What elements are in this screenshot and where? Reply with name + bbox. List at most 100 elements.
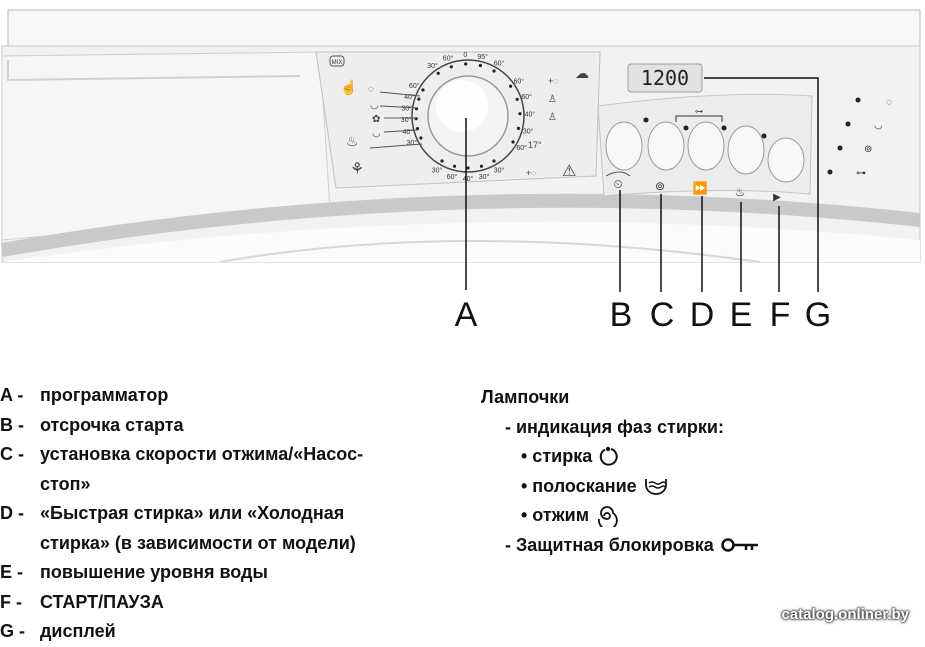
dial-temp-label: 60°	[516, 144, 527, 152]
dial-position-dot	[421, 88, 425, 92]
spin-lamp-icon: ⊚	[864, 144, 872, 155]
delicate-program-icon: ◡	[372, 128, 381, 139]
dial-position-dot	[518, 112, 522, 116]
dial-temp-label: 30°	[401, 116, 412, 124]
dial-position-dot	[478, 63, 482, 68]
callout-letter-a: A	[455, 296, 478, 334]
button-delay-start[interactable]	[605, 121, 643, 171]
dial-position-dot	[509, 84, 513, 88]
dial-position-dot	[479, 164, 484, 168]
door-arc	[219, 240, 761, 263]
dial-leader-line	[379, 105, 419, 109]
dial-position-dot	[464, 62, 468, 66]
dial-position-dot	[466, 166, 470, 170]
led-extra-water	[761, 133, 767, 139]
callout-letter-b: B	[610, 296, 633, 334]
legend-item-d: D -«Быстрая стирка» или «Холодная	[0, 503, 345, 523]
lamp-rinse-row: • полоскание	[481, 472, 760, 502]
dial-temp-label: 30°	[427, 62, 438, 70]
dial-leader-line	[369, 143, 423, 149]
button-extra-water[interactable]	[727, 125, 765, 175]
mix-badge	[329, 55, 345, 67]
lock-lamp-icon: ⊶	[856, 168, 866, 179]
drawer-handle	[7, 60, 301, 82]
dial-temp-label: 95°	[477, 53, 488, 61]
dial-scale-ring	[411, 59, 525, 173]
legend-item-f: F -СТАРТ/ПАУЗА	[0, 591, 164, 612]
hand-wash-icon: ☝	[340, 78, 357, 96]
cold-wash-label: 17°	[528, 140, 542, 150]
dial-position-dot	[436, 71, 440, 75]
dial-position-dot	[515, 97, 519, 101]
legend-left: A -программатор B -отсрочка старта C -ус…	[0, 381, 363, 647]
dial-temp-label: 30°	[432, 167, 443, 175]
lamp-spin-row: • отжим	[481, 501, 760, 531]
dial-position-dot	[452, 164, 457, 168]
button-spin-speed[interactable]	[647, 121, 685, 171]
wash-icon	[599, 446, 618, 466]
led-spin-speed	[683, 125, 689, 131]
key-lock-icon	[721, 538, 758, 552]
dial-position-dot	[492, 159, 496, 163]
rinse-program-icon: ◡	[370, 100, 379, 111]
callout-letter-f: F	[770, 296, 791, 334]
spin-program-icon: ◌	[368, 84, 374, 95]
wool-program-icon: ✿	[372, 114, 380, 125]
delay-start-icon: ⏲	[613, 177, 622, 191]
lamp-wash-row: • стирка	[481, 442, 760, 472]
dial-position-dot	[417, 97, 421, 101]
lock-bracket	[675, 115, 723, 122]
legend-item-e: E -повышение уровня воды	[0, 562, 268, 582]
dial-leader-line	[379, 91, 421, 97]
button-quick-wash[interactable]	[687, 121, 725, 171]
legend-item-g: G -дисплей	[0, 621, 116, 641]
dial-temp-label: 30°	[523, 128, 534, 136]
lamp-wash	[855, 97, 861, 103]
rinse-icon	[644, 479, 667, 496]
dial-position-dot	[419, 136, 423, 140]
legend-item-d-cont: стирка» (в зависимости от модели)	[40, 532, 356, 553]
extra-rinse-icon: +◌	[526, 168, 537, 178]
synthetic-program-icon: ♨	[346, 133, 359, 149]
cold-warning-icon: ⚠	[562, 163, 576, 180]
cotton-shirt-icon: ♙	[548, 94, 557, 105]
lamp-lock	[827, 169, 833, 175]
dial-temp-label: 30°	[401, 104, 412, 112]
dial-temp-label: 0	[463, 52, 467, 59]
dial-temp-label: 30°	[479, 173, 490, 181]
cotton-delicate-icon: ♙	[548, 112, 557, 123]
panel-lower-curve	[0, 193, 921, 257]
dial-position-dot	[440, 159, 444, 163]
legend-item-c-cont: стоп»	[40, 473, 91, 494]
lamp-spin	[837, 145, 843, 151]
display-window	[627, 63, 703, 93]
start-pause-icon: ▶	[773, 192, 781, 203]
dial-position-dot	[511, 140, 515, 144]
button-start-pause[interactable]	[767, 137, 805, 183]
lamps-title: Лампочки	[481, 387, 570, 407]
wash-lamp-icon: ◌	[886, 97, 892, 108]
prewash-plus-icon: +◌	[548, 76, 559, 86]
legend-item-b: B -отсрочка старта	[0, 414, 184, 435]
dial-temp-label: 30°	[494, 167, 505, 175]
dial-position-dot	[492, 69, 496, 73]
dial-temp-label: 40°	[403, 128, 414, 136]
spin-icon	[598, 505, 618, 527]
dial-temp-label: 60°	[447, 173, 458, 181]
led-delay-start	[643, 117, 649, 123]
callout-letter-c: C	[650, 296, 675, 334]
quick-wash-icon: ⏩	[693, 181, 708, 195]
dial-temp-label: 60°	[494, 59, 505, 67]
dial-temp-label: 40°	[404, 93, 415, 101]
dial-position-dot	[516, 126, 521, 130]
extra-water-icon: ♨	[735, 185, 746, 199]
dial-leader-line	[383, 129, 419, 133]
callout-letter-e: E	[730, 296, 753, 334]
callout-line-g	[704, 77, 819, 292]
dial-position-dot	[449, 65, 453, 69]
lamps-phases: - индикация фаз стирки:	[505, 416, 724, 437]
display-value: 1200	[641, 66, 689, 90]
dial-temp-label: 60°	[521, 93, 532, 101]
